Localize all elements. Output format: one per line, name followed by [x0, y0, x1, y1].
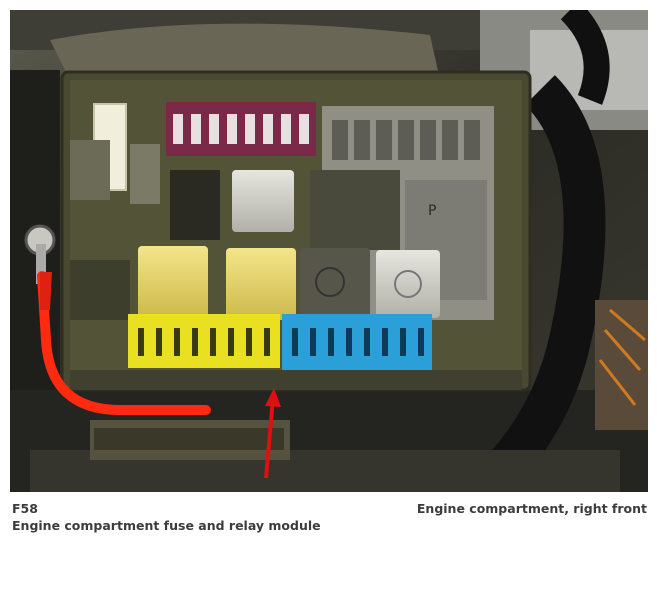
- component-code: F58: [12, 501, 38, 516]
- component-name: Engine compartment fuse and relay module: [12, 518, 321, 533]
- svg-text:P: P: [428, 203, 436, 219]
- component-location: Engine compartment, right front: [416, 501, 647, 516]
- fuse-relay-module-photo: P O: [10, 10, 648, 492]
